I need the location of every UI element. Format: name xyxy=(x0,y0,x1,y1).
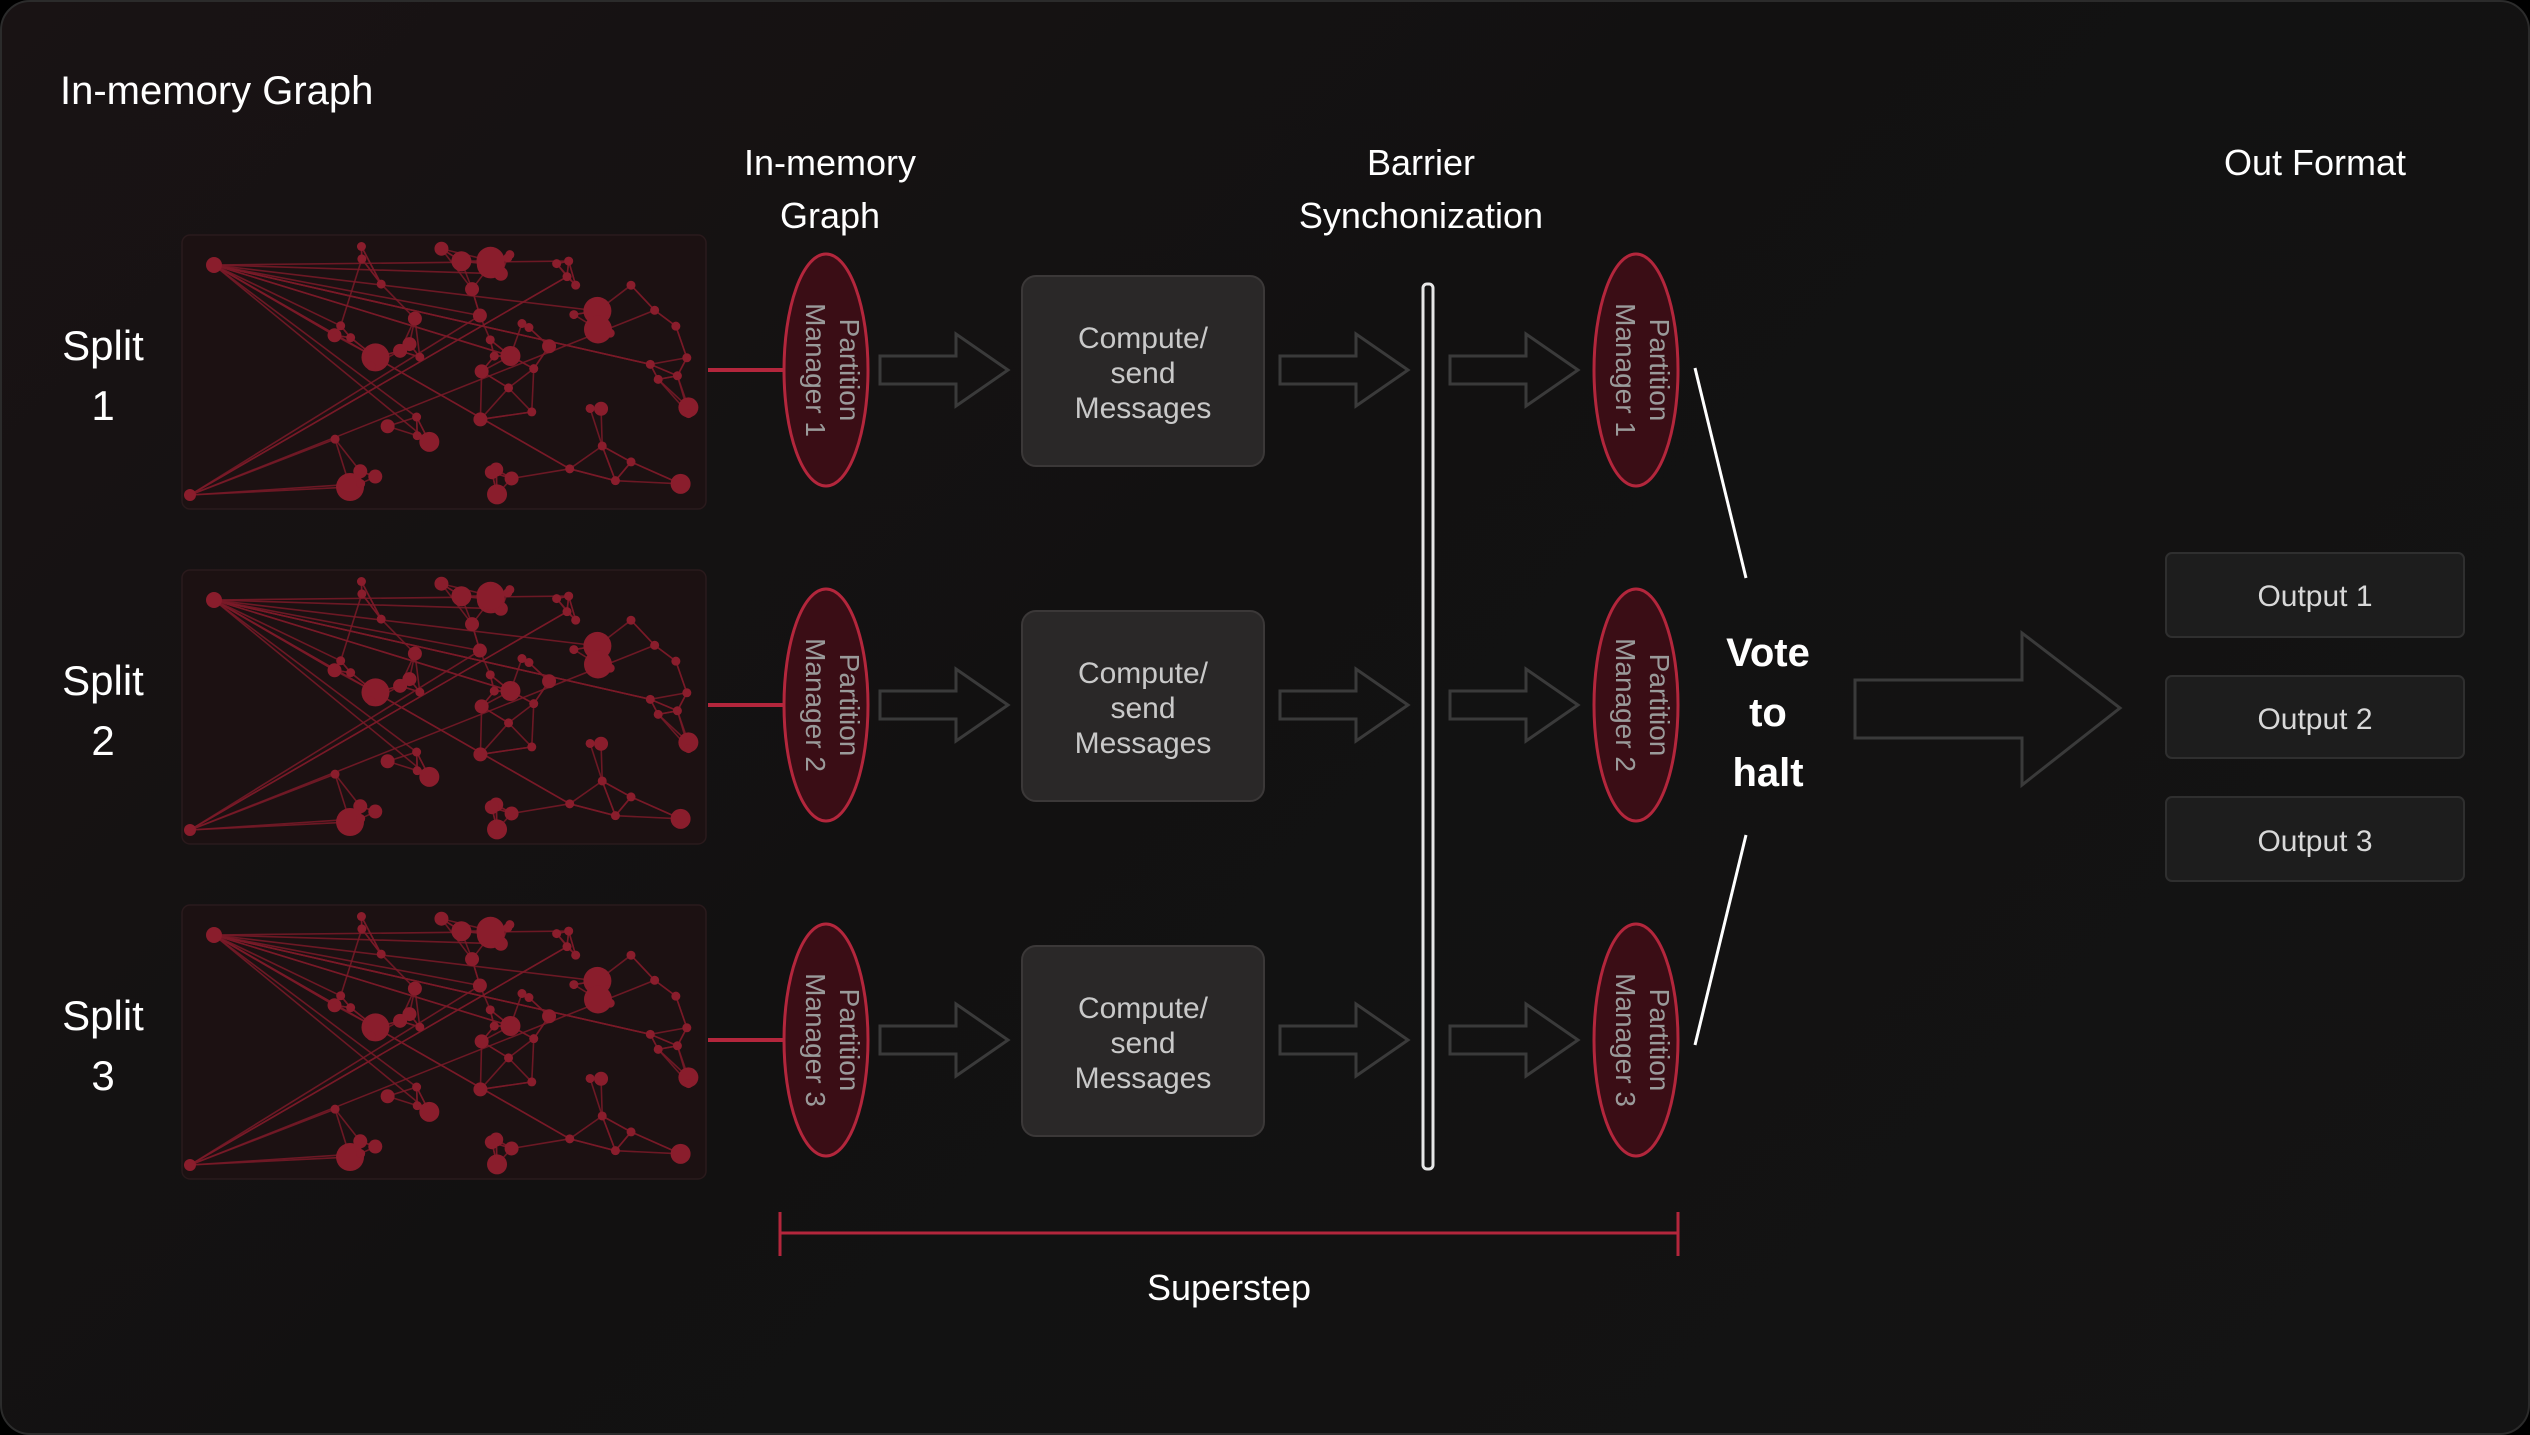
arrow-to-barrier xyxy=(1278,331,1411,409)
partition-line1: Partition xyxy=(834,319,865,422)
partition-line2: Manager 3 xyxy=(1610,973,1641,1107)
big-output-arrow xyxy=(1853,629,2123,789)
arrow-from-barrier xyxy=(1448,666,1581,744)
split-number: 3 xyxy=(91,1052,114,1099)
partition-line1: Partition xyxy=(834,654,865,757)
compute-text-line-1: Compute/ xyxy=(1078,322,1209,355)
split-number: 2 xyxy=(91,717,114,764)
vote-line-2: to xyxy=(1749,691,1787,735)
compute-text-line-3: Messages xyxy=(1075,727,1212,760)
arrow-to-compute xyxy=(878,666,1011,744)
partition-line1: Partition xyxy=(1644,989,1675,1092)
partition-line2: Manager 1 xyxy=(1610,303,1641,437)
arrow-to-compute xyxy=(878,1001,1011,1079)
arrow-from-barrier xyxy=(1448,1001,1581,1079)
output-box-3 xyxy=(2165,796,2465,882)
arrow-to-barrier xyxy=(1278,666,1411,744)
partition-line1: Partition xyxy=(1644,319,1675,422)
arrow-from-barrier xyxy=(1448,331,1581,409)
split-label: Split xyxy=(62,657,144,704)
vote-line-3: halt xyxy=(1732,751,1803,795)
graph-thumbnail xyxy=(181,569,707,845)
compute-text-line-2: send xyxy=(1110,357,1175,390)
partition-line2: Manager 2 xyxy=(800,638,831,772)
vote-line-1: Vote xyxy=(1726,631,1810,675)
partition-line2: Manager 3 xyxy=(800,973,831,1107)
compute-text-line-3: Messages xyxy=(1075,392,1212,425)
output-column-header: Out Format xyxy=(2224,142,2406,183)
compute-text-line-1: Compute/ xyxy=(1078,992,1209,1025)
graph-thumbnail xyxy=(181,904,707,1180)
output-label-1: Output 1 xyxy=(2257,580,2372,613)
superstep-label: Superstep xyxy=(1147,1267,1311,1308)
partition-line1: Partition xyxy=(1644,654,1675,757)
barrier-column-header-line1: Barrier xyxy=(1367,142,1475,183)
vote-connector-top xyxy=(1693,367,1748,579)
partition-column-header-line1: In-memory xyxy=(744,142,916,183)
partition-line2: Manager 2 xyxy=(1610,638,1641,772)
output-label-2: Output 2 xyxy=(2257,703,2372,736)
superstep-bracket xyxy=(778,1212,1680,1256)
split-number: 1 xyxy=(91,382,114,429)
split-label: Split xyxy=(62,992,144,1039)
arrow-to-barrier xyxy=(1278,1001,1411,1079)
compute-text-line-2: send xyxy=(1110,1027,1175,1060)
output-box-2 xyxy=(2165,675,2465,759)
partition-line2: Manager 1 xyxy=(800,303,831,437)
compute-text-line-3: Messages xyxy=(1075,1062,1212,1095)
compute-text-line-1: Compute/ xyxy=(1078,657,1209,690)
output-box-1 xyxy=(2165,552,2465,638)
arrow-to-compute xyxy=(878,331,1011,409)
partition-line1: Partition xyxy=(834,989,865,1092)
compute-text-line-2: send xyxy=(1110,692,1175,725)
output-label-3: Output 3 xyxy=(2257,825,2372,858)
partition-column-header-line2: Graph xyxy=(780,195,880,236)
graph-thumbnail xyxy=(181,234,707,510)
vote-connector-bottom xyxy=(1693,834,1748,1046)
output-list: Output 1 Output 2 Output 3 xyxy=(2165,552,2465,882)
split-label: Split xyxy=(62,322,144,369)
barrier-column-header-line2: Synchonization xyxy=(1299,195,1543,236)
diagram-title: In-memory Graph xyxy=(60,69,373,113)
barrier-bar xyxy=(1421,282,1435,1171)
